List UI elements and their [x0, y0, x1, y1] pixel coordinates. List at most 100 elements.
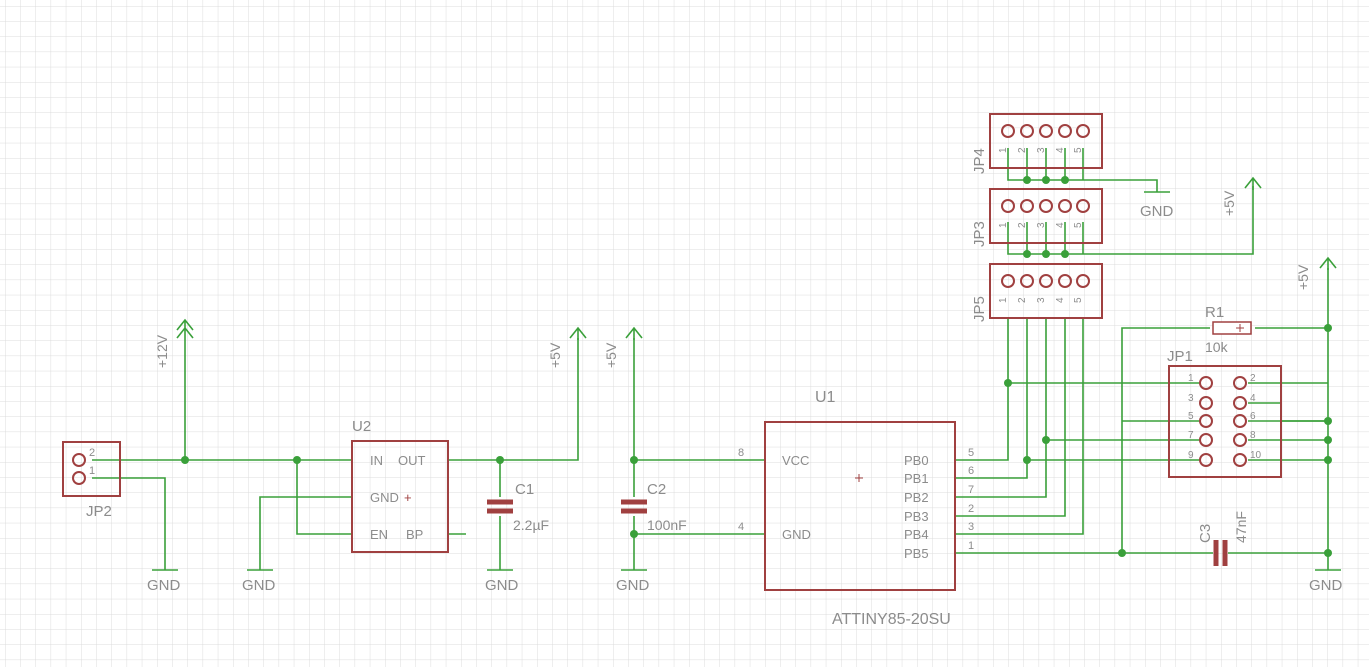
- jp1-pin-number: 5: [1188, 411, 1194, 422]
- jp5-pin-pad: [1076, 274, 1090, 288]
- jp3-pin-pad: [1001, 199, 1015, 213]
- jp2-label: JP2: [86, 503, 112, 520]
- jp5-label: JP5: [971, 296, 988, 322]
- u1-pin-pb3: PB3: [904, 509, 929, 524]
- u1-pin-num: 2: [968, 503, 974, 515]
- jp3-pin-number: 3: [1036, 222, 1047, 228]
- u1-pin-pb0: PB0: [904, 453, 929, 468]
- u1-pin-num: 5: [968, 447, 974, 459]
- supply-5v-u2: +5V: [547, 326, 587, 368]
- jp4-pin-pad: [1020, 124, 1034, 138]
- jp3-pin-number: 1: [998, 222, 1009, 228]
- jp1-pin-number: 1: [1188, 373, 1194, 384]
- gnd-label: GND: [242, 577, 276, 594]
- supply-5v-c2: +5V: [603, 326, 643, 368]
- jp3-pin-number: 2: [1017, 222, 1028, 228]
- jp5-pin-number: 3: [1036, 297, 1047, 303]
- u2-label: U2: [352, 418, 371, 435]
- jp1-pin-number: 9: [1188, 450, 1194, 461]
- jp1-pin-pad: [1199, 376, 1213, 390]
- jp4-pin-pad: [1039, 124, 1053, 138]
- capacitor-c2: C2 100nF: [621, 481, 687, 533]
- jp3-pin-pad: [1076, 199, 1090, 213]
- u1-value: ATTINY85-20SU: [832, 611, 951, 628]
- c1-label: C1: [515, 481, 534, 498]
- capacitor-c3: C3 47nF: [1197, 511, 1249, 566]
- jp5-pin-number: 1: [998, 297, 1009, 303]
- jp1-pin-pad: [1199, 414, 1213, 428]
- u1-pin-num: 8: [738, 447, 744, 459]
- supply-5v-label: +5V: [547, 342, 563, 368]
- jp5-pin-pad: [1039, 274, 1053, 288]
- junctions: [181, 176, 1332, 557]
- jp4-pin-number: 4: [1055, 147, 1066, 153]
- u1-pin-pb4: PB4: [904, 527, 929, 542]
- jp4-pin-number: 3: [1036, 147, 1047, 153]
- jp3-pin-pad: [1039, 199, 1053, 213]
- jp1-pin-pad: [1233, 433, 1247, 447]
- c3-value: 47nF: [1233, 511, 1249, 543]
- jp1-pin-pad: [1199, 396, 1213, 410]
- u1-pin-vcc: VCC: [782, 453, 809, 468]
- supply-5v-label: +5V: [1295, 264, 1311, 290]
- jp1-pin-number: 6: [1250, 411, 1256, 422]
- jp5-pin-pad: [1058, 274, 1072, 288]
- u1-pin-num: 7: [968, 484, 974, 496]
- jp3-label: JP3: [971, 221, 988, 247]
- jp4-pin-pad: [1076, 124, 1090, 138]
- jp1-pin-number: 8: [1250, 430, 1256, 441]
- u1-label: U1: [815, 389, 836, 406]
- jp1-pin-pad: [1199, 453, 1213, 467]
- jp4-label: JP4: [971, 148, 988, 174]
- gnd-label: GND: [1309, 577, 1343, 594]
- wires: [92, 148, 1329, 570]
- supply-5v-label: +5V: [1221, 190, 1237, 216]
- gnd-label: GND: [147, 577, 181, 594]
- jp3-pin-pad: [1058, 199, 1072, 213]
- r1-label: R1: [1205, 304, 1224, 321]
- u1-pin-pb2: PB2: [904, 490, 929, 505]
- jp1-pin-pad: [1233, 396, 1247, 410]
- jp5-pin-number: 4: [1055, 297, 1066, 303]
- c2-label: C2: [647, 481, 666, 498]
- gnd-symbols: GND GND GND GND GND GND: [147, 191, 1343, 594]
- c3-label: C3: [1197, 524, 1214, 543]
- c1-value: 2.2µF: [513, 517, 549, 533]
- jp2-pin: 2: [89, 447, 95, 459]
- jp4-pin-pad: [1058, 124, 1072, 138]
- mcu-u1: U1 ATTINY85-20SU VCC GND 8 4 PB0 PB1 PB2…: [738, 389, 974, 628]
- jp1-pin-number: 2: [1250, 373, 1256, 384]
- jp5-pin-pad: [1001, 274, 1015, 288]
- u2-pin-gnd: GND: [370, 490, 399, 505]
- jp1-pin-pad: [1233, 453, 1247, 467]
- jp1-pin-pad: [1199, 433, 1213, 447]
- connector-jp2: 2 1 JP2: [62, 441, 121, 520]
- jp5-pin-number: 2: [1017, 297, 1028, 303]
- supply-12v-label: +12V: [154, 334, 170, 368]
- u2-pin-bp: BP: [406, 527, 423, 542]
- r1-value: 10k: [1205, 339, 1229, 355]
- u1-pin-num: 1: [968, 540, 974, 552]
- jp4-pin-number: 2: [1017, 147, 1028, 153]
- jp3-pin-number: 5: [1073, 222, 1084, 228]
- u1-pin-gnd: GND: [782, 527, 811, 542]
- u2-pin-in: IN: [370, 453, 383, 468]
- supply-5v-right: +5V: [1295, 256, 1337, 290]
- gnd-label: GND: [616, 577, 650, 594]
- gnd-label: GND: [485, 577, 519, 594]
- u1-pin-num: 3: [968, 521, 974, 533]
- u1-pin-num: 4: [738, 521, 744, 533]
- u1-pin-pb1: PB1: [904, 471, 929, 486]
- gnd-label: GND: [1140, 203, 1174, 220]
- jp4-pin-pad: [1001, 124, 1015, 138]
- supply-5v-jp3: +5V: [1221, 176, 1262, 216]
- jp4-pin-number: 1: [998, 147, 1009, 153]
- jp3-pin-pad: [1020, 199, 1034, 213]
- capacitor-c1: C1 2.2µF: [487, 481, 549, 533]
- jp5-pin-number: 5: [1073, 297, 1084, 303]
